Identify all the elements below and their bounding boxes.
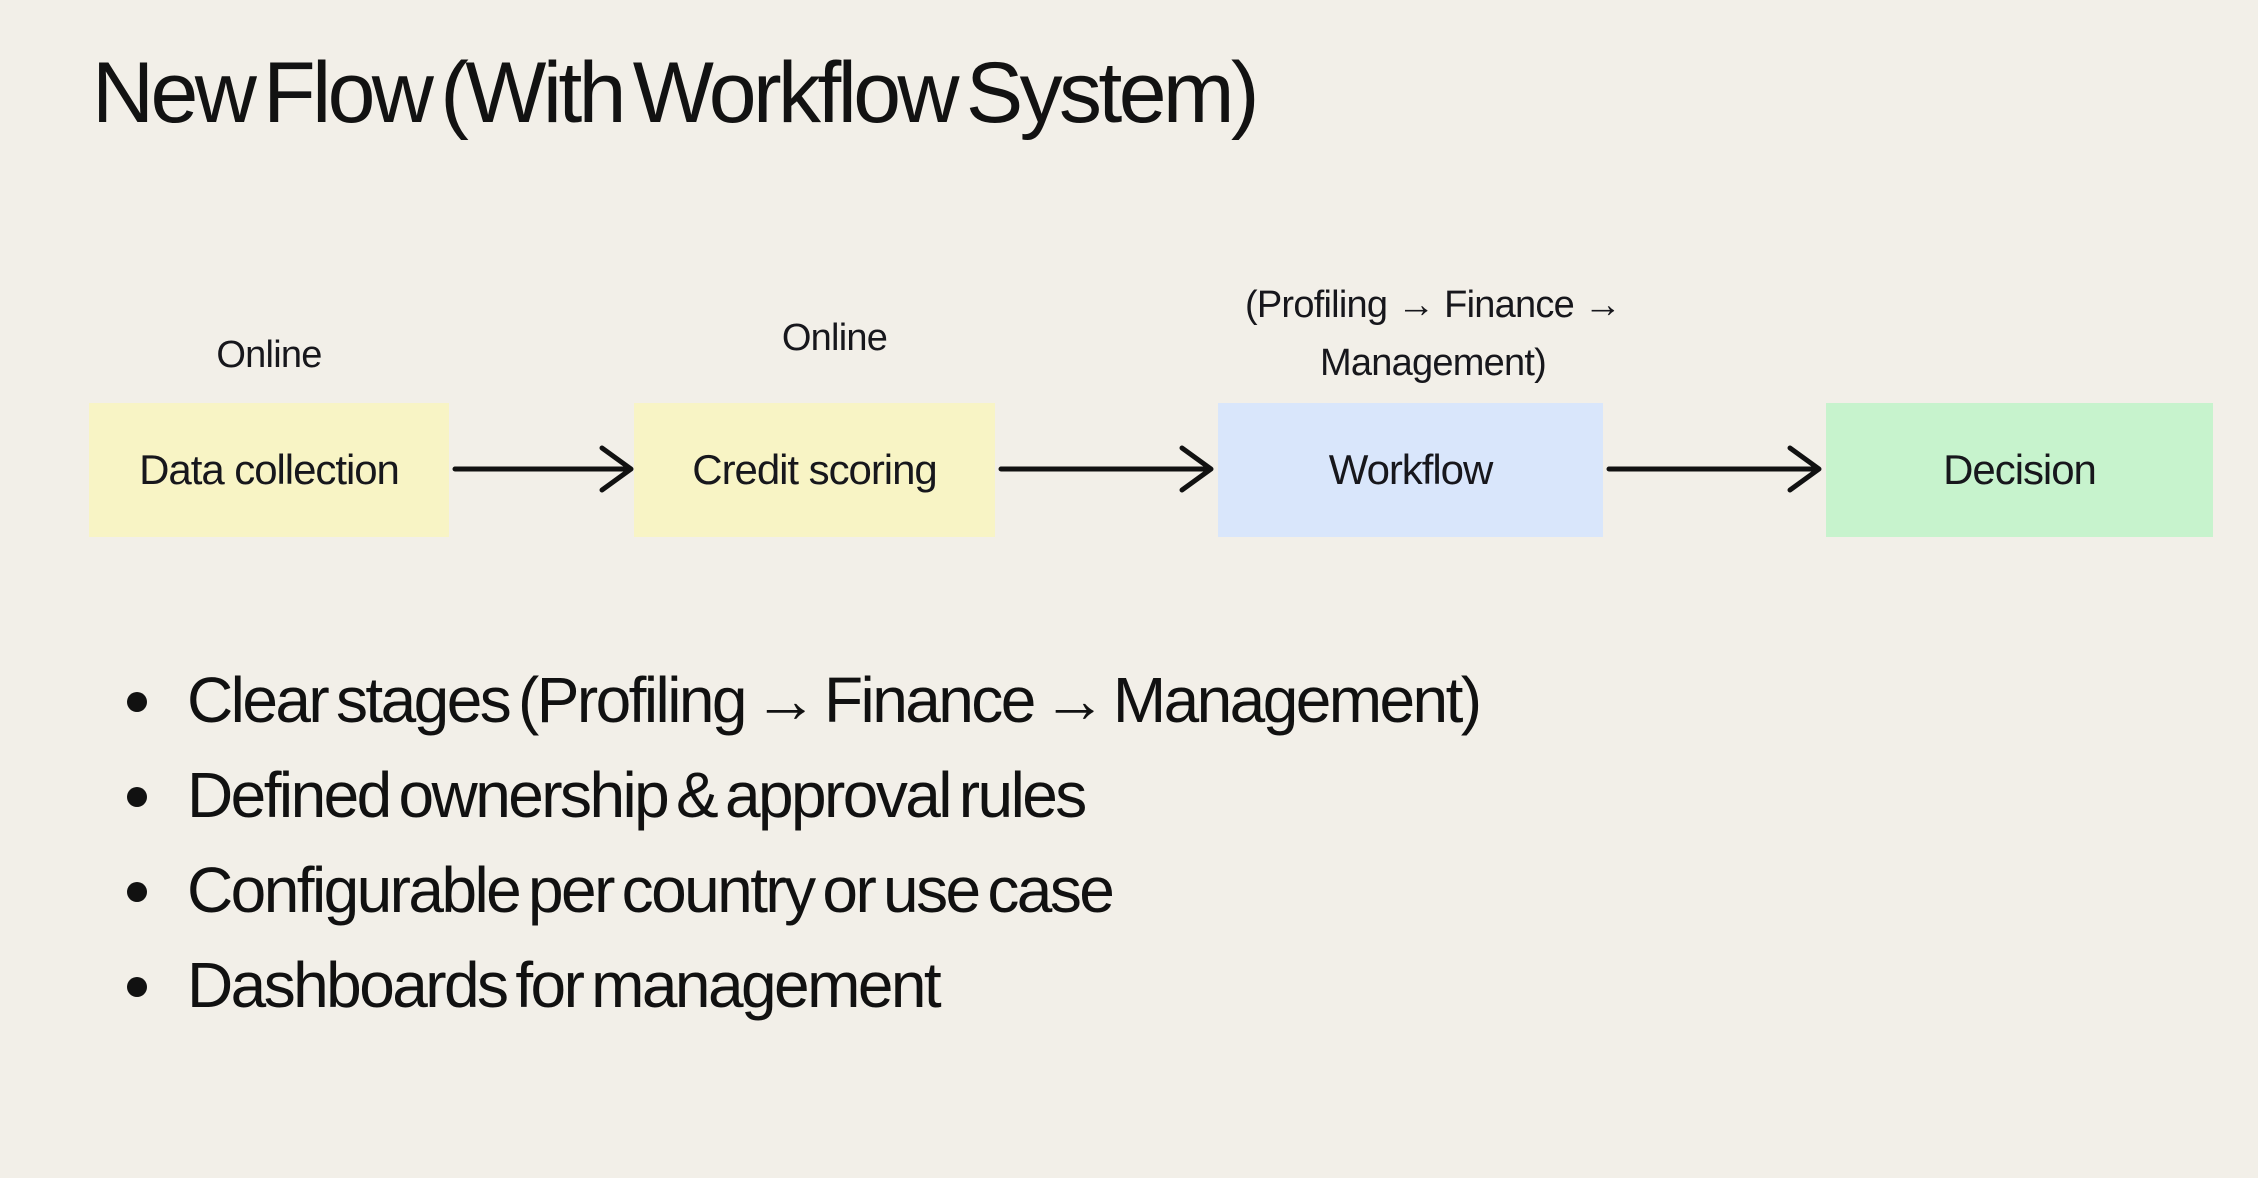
node-note-online-1: Online (216, 334, 322, 376)
flow-node-label: Data collection (139, 446, 400, 493)
list-item-text: Clear stages (Profiling → Finance → Mana… (187, 663, 1482, 736)
flow-node-label: Decision (1943, 446, 2097, 493)
right-arrow-icon (452, 445, 634, 493)
workflow-stages-line-1: (Profiling → Finance → (1244, 284, 1622, 326)
flow-node-credit-scoring: Credit scoring (634, 403, 995, 537)
list-item: Defined ownership & approval rules (127, 747, 1480, 842)
node-note-workflow-stages: (Profiling → Finance → Management) (1208, 276, 1658, 392)
flow-node-data-collection: Data collection (89, 403, 449, 537)
list-item-text: Dashboards for management (187, 948, 942, 1021)
bullet-dot-icon (127, 786, 147, 807)
right-arrow-icon (998, 445, 1214, 493)
flow-node-label: Credit scoring (692, 446, 937, 493)
benefits-list: Clear stages (Profiling → Finance → Mana… (127, 652, 1482, 1032)
list-item: Dashboards for management (127, 937, 1480, 1032)
flow-node-workflow: Workflow (1218, 403, 1603, 537)
list-item: Clear stages (Profiling → Finance → Mana… (127, 652, 1482, 747)
right-arrow-icon (1606, 445, 1822, 493)
bullet-dot-icon (127, 691, 147, 712)
flow-node-decision: Decision (1826, 403, 2213, 537)
list-item-text: Defined ownership & approval rules (187, 758, 1087, 831)
list-item-text: Configurable per country or use case (187, 853, 1115, 926)
flow-node-label: Workflow (1328, 446, 1494, 493)
node-note-online-2: Online (781, 317, 888, 359)
bullet-dot-icon (127, 881, 147, 902)
slide-title: New Flow (With Workflow System) (92, 45, 1260, 141)
bullet-dot-icon (127, 976, 147, 997)
list-item: Configurable per country or use case (127, 842, 1480, 937)
workflow-stages-line-2: Management) (1319, 342, 1547, 384)
